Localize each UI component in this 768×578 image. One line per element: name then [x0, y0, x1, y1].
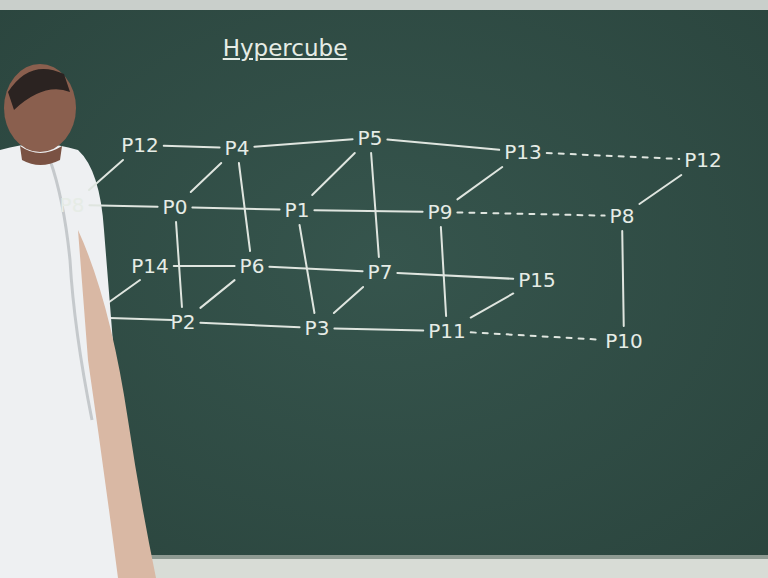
- hypercube-link: [239, 163, 250, 251]
- hypercube-link: [89, 160, 123, 190]
- hypercube-link: [334, 328, 423, 330]
- processor-label: P0: [163, 196, 188, 218]
- processor-label: P1: [285, 199, 310, 221]
- processor-label: P10: [605, 330, 643, 352]
- hypercube-link: [547, 153, 679, 159]
- processor-node: P13: [501, 139, 545, 165]
- hypercube-link: [254, 139, 352, 146]
- hypercube-link: [471, 332, 600, 339]
- hypercube-link: [397, 273, 513, 279]
- hypercube-link: [200, 323, 299, 327]
- processor-label: P11: [428, 320, 466, 342]
- hypercube-link: [639, 175, 681, 204]
- board-frame: [0, 0, 768, 10]
- hypercube-link: [314, 210, 422, 212]
- processor-node: P10: [602, 328, 646, 354]
- processor-node: P8: [57, 192, 88, 218]
- processor-label: P5: [358, 127, 383, 149]
- processor-node: P1: [282, 197, 313, 223]
- processor-label: P12: [121, 134, 159, 156]
- hypercube-link: [191, 163, 221, 192]
- hypercube-link: [371, 153, 379, 257]
- title: Hypercube: [223, 35, 348, 61]
- hypercube-link: [334, 287, 363, 313]
- processor-label: P8: [60, 194, 85, 216]
- processor-label: P13: [504, 141, 542, 163]
- processor-node: P15: [515, 267, 559, 293]
- processor-node: P14: [128, 253, 172, 279]
- processor-label: P2: [171, 311, 196, 333]
- processor-node: P8: [607, 203, 638, 229]
- processor-label: P14: [131, 255, 169, 277]
- processor-label: P7: [368, 261, 393, 283]
- hypercube-link: [441, 227, 446, 316]
- hypercube-link: [200, 280, 234, 308]
- processor-node: P12: [118, 132, 162, 158]
- processor-node: P6: [237, 253, 268, 279]
- processor-node: P11: [425, 318, 469, 344]
- processor-label: P9: [428, 201, 453, 223]
- processor-node: P12: [681, 147, 725, 173]
- processor-node: P2: [168, 309, 199, 335]
- processor-node: P9: [425, 199, 456, 225]
- hypercube-link: [457, 212, 604, 215]
- hypercube-link: [457, 167, 502, 199]
- processor-label: P6: [240, 255, 265, 277]
- processor-label: P8: [610, 205, 635, 227]
- processor-node: P0: [160, 194, 191, 220]
- processor-node: P5: [355, 125, 386, 151]
- processor-label: P3: [305, 317, 330, 339]
- hypercube-link: [192, 207, 279, 209]
- hypercube-link: [387, 140, 499, 150]
- processor-node: P7: [365, 259, 396, 285]
- hypercube-link: [164, 146, 220, 148]
- hypercube-link: [89, 205, 157, 206]
- hypercube-link: [622, 231, 624, 326]
- processor-label: P15: [518, 269, 556, 291]
- hypercube-link: [471, 293, 513, 317]
- hypercube-link: [312, 153, 355, 195]
- processor-label: P4: [225, 137, 250, 159]
- processor-node: P4: [222, 135, 253, 161]
- hypercube-link: [176, 222, 182, 307]
- processor-label: P12: [684, 149, 722, 171]
- hypercube-link: [269, 267, 362, 271]
- processor-node: P3: [302, 315, 333, 341]
- hypercube-link: [174, 265, 235, 267]
